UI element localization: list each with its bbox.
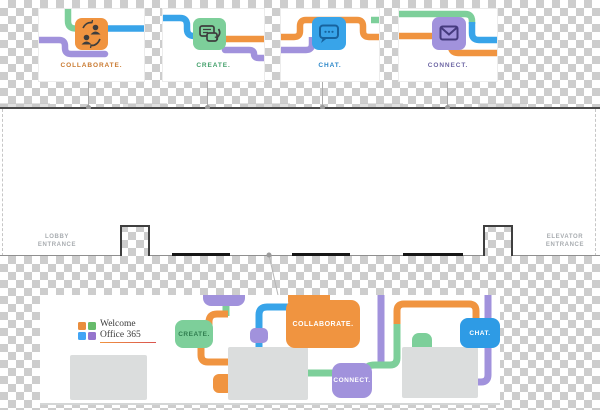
card-collaborate: COLLABORATE. — [38, 8, 145, 82]
mural-connector — [266, 252, 279, 296]
mural-create-box: CREATE. — [175, 320, 213, 348]
card-chat: CHAT. — [280, 8, 380, 82]
chat-icon — [312, 17, 346, 50]
mural-connect-box: CONNECT. — [332, 363, 372, 398]
card-label: CREATE. — [196, 62, 231, 69]
connector-stem — [322, 82, 323, 108]
mural-collaborate-box: COLLABORATE. — [286, 300, 360, 348]
mural-panel: CREATE. COLLABORATE. CHAT. CONNECT. Welc… — [40, 295, 500, 405]
reception-desk — [70, 355, 147, 400]
logo-underline — [100, 341, 156, 343]
chair-shape — [412, 333, 432, 348]
mural-create-label: CREATE. — [178, 330, 210, 338]
ceiling-line — [0, 107, 600, 109]
connector-dot — [444, 105, 450, 110]
elevator-door-frame — [483, 225, 513, 256]
welcome-logo-text: Welcome Office 365 — [100, 319, 141, 340]
lobby-door-frame — [120, 225, 150, 256]
connector-dot — [319, 105, 325, 110]
desk-right — [402, 347, 478, 398]
floor-segment — [292, 252, 350, 256]
mural-connect-label: CONNECT. — [333, 377, 371, 384]
desk-middle — [228, 347, 308, 400]
connector-stem — [207, 82, 208, 108]
connect-icon — [432, 17, 466, 50]
wall-edge-left — [2, 109, 3, 256]
connector-stem — [447, 82, 448, 108]
lobby-entrance-label: LOBBY ENTRANCE — [37, 234, 77, 248]
card-label: CHAT. — [318, 62, 342, 69]
door-glass — [485, 227, 511, 256]
connector-dot — [204, 105, 210, 110]
card-create: CREATE. — [162, 8, 265, 82]
office-logo-icon — [78, 322, 96, 340]
elevator-entrance-label: ELEVATOR ENTRANCE — [545, 234, 585, 248]
card-connect: CONNECT. — [398, 8, 498, 82]
floor-segment — [403, 252, 463, 256]
ceiling-tab — [203, 295, 245, 306]
door-glass — [122, 227, 148, 256]
pipe-junction — [250, 328, 268, 343]
mural-chat-box: CHAT. — [460, 318, 500, 348]
wall-edge-right — [595, 109, 596, 256]
card-label: COLLABORATE. — [60, 62, 123, 69]
connector-dot — [85, 105, 91, 110]
card-label: CONNECT. — [427, 62, 469, 69]
create-icon — [193, 18, 226, 50]
collaborate-icon — [75, 18, 108, 50]
mural-chat-label: CHAT. — [469, 329, 491, 337]
floor-segment — [172, 252, 230, 256]
mural-collaborate-label: COLLABORATE. — [292, 320, 354, 328]
connector-stem — [88, 82, 89, 108]
